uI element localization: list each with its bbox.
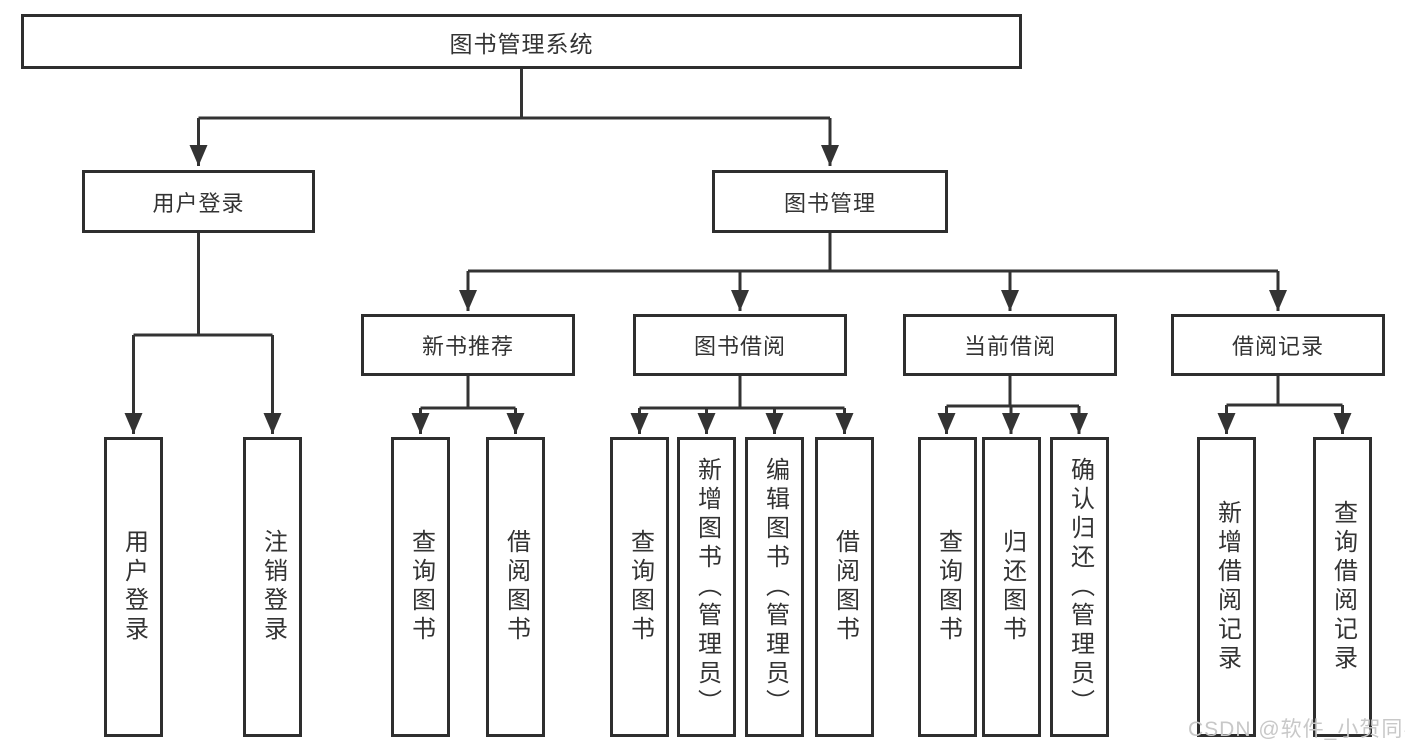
connector-user-login-stem	[133, 233, 273, 337]
node-query-books-recommend: 查询图书	[391, 437, 450, 737]
node-borrowing-records: 借阅记录	[1171, 314, 1385, 376]
node-user-login: 用户登录	[82, 170, 315, 233]
csdn-watermark: CSDN @软件_小贺同学	[1188, 718, 1405, 741]
node-borrow-books-borrowing: 借阅图书	[815, 437, 874, 737]
node-return-books: 归还图书	[982, 437, 1041, 737]
node-borrow-books-recommend: 借阅图书	[486, 437, 545, 737]
connector-book-management-stem	[468, 233, 1278, 273]
node-new-book-recommendation: 新书推荐	[361, 314, 575, 376]
connector-book-borrowing-stem	[639, 376, 845, 410]
node-user-login-leaf: 用户登录	[104, 437, 163, 737]
node-edit-books-admin: 编辑图书（管理员）	[745, 437, 804, 737]
node-current-borrowing: 当前借阅	[903, 314, 1117, 376]
node-confirm-return-admin: 确认归还（管理员）	[1050, 437, 1109, 737]
node-book-borrowing: 图书借阅	[633, 314, 847, 376]
node-query-borrow-record: 查询借阅记录	[1313, 437, 1372, 737]
node-library-management-system: 图书管理系统	[21, 14, 1022, 69]
connector-new-book-recommendation-stem	[420, 376, 516, 410]
node-query-books-borrowing: 查询图书	[610, 437, 669, 737]
node-add-books-admin: 新增图书（管理员）	[677, 437, 736, 737]
node-logout-leaf: 注销登录	[243, 437, 302, 737]
connector-borrowing-records-stem	[1226, 376, 1343, 407]
node-add-borrow-record: 新增借阅记录	[1197, 437, 1256, 737]
connector-current-borrowing-stem	[946, 376, 1079, 408]
node-book-management: 图书管理	[712, 170, 948, 233]
node-query-books-current: 查询图书	[918, 437, 977, 737]
connector-root-stem	[198, 69, 830, 120]
